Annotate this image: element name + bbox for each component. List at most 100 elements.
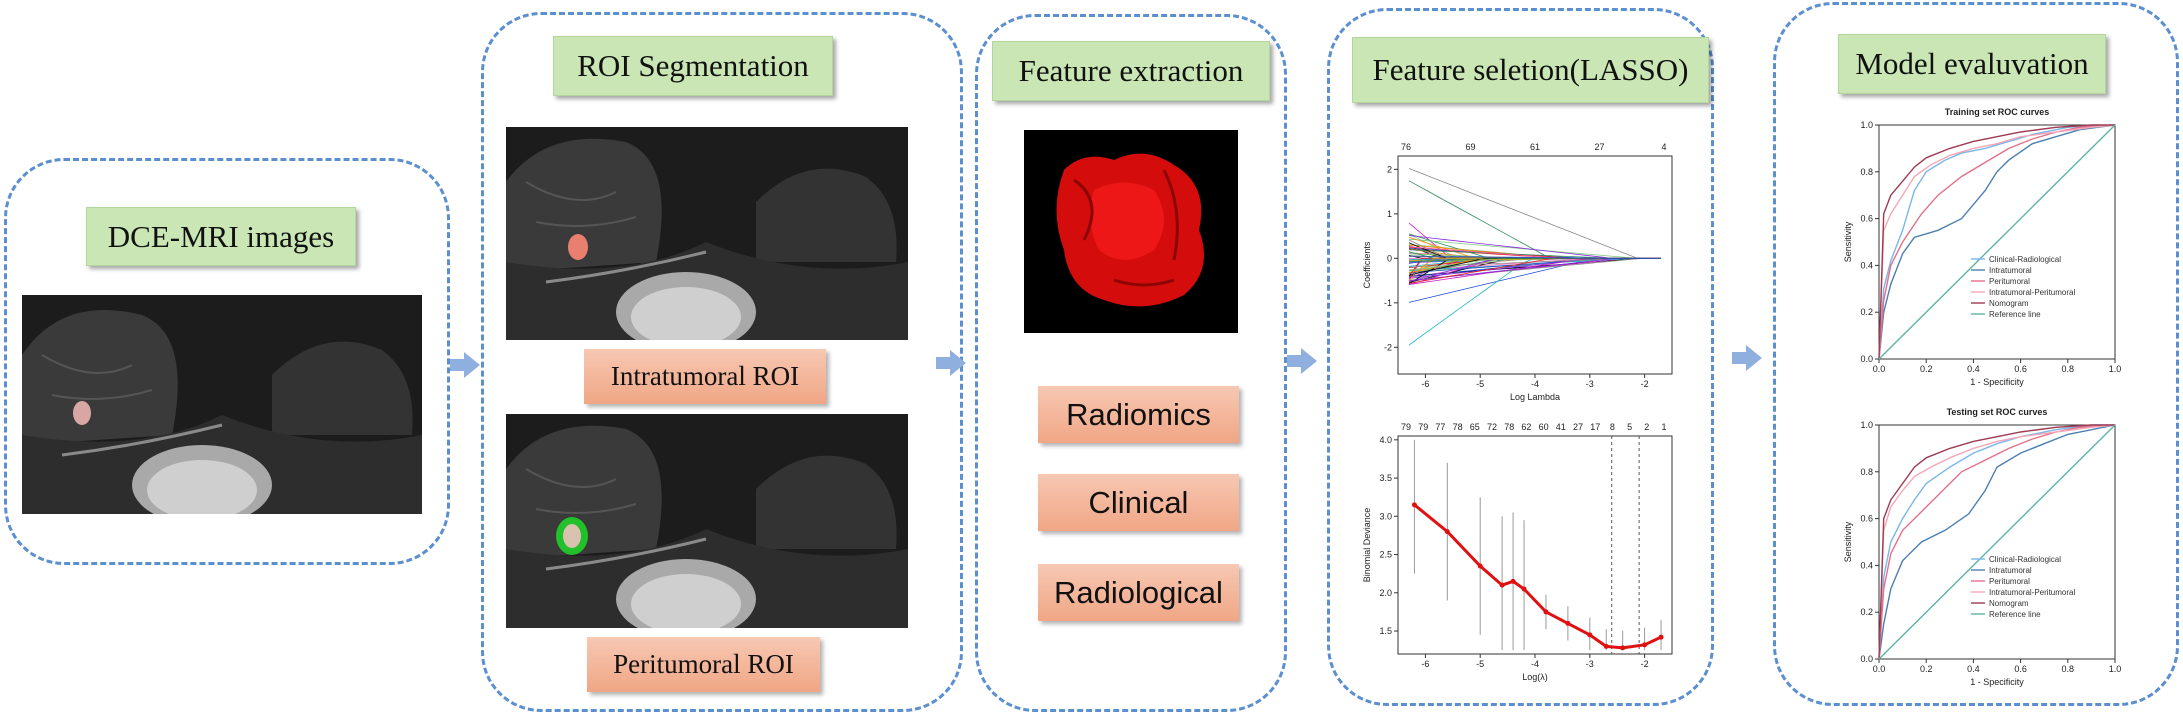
y-tick-label: 4.0: [1379, 435, 1392, 445]
coefficient-path-line: [1408, 255, 1661, 259]
panel-model-evaluation: [1773, 2, 2179, 706]
x-tick-label: 0.6: [2014, 364, 2027, 374]
legend-label: Peritumoral: [1989, 277, 2030, 286]
x-tick-label: 0.8: [2062, 364, 2075, 374]
top-tick-label: 5: [1627, 422, 1632, 432]
plot-frame: [1878, 424, 2116, 660]
lasso-deviance-chart: -6-5-4-3-21.52.02.53.03.54.0Log(λ)Binomi…: [1362, 422, 1673, 682]
x-tick-label: -4: [1531, 659, 1539, 669]
top-tick-label: 79: [1418, 422, 1428, 432]
top-tick-label: 41: [1556, 422, 1566, 432]
legend-label: Intratumoral: [1989, 566, 2032, 575]
panel-title-model-evaluation: Model evaluvation: [1838, 34, 2106, 94]
y-tick-label: 2.0: [1379, 588, 1392, 598]
x-tick-label: 1.0: [2109, 664, 2122, 674]
y-tick-label: 1.0: [1860, 420, 1873, 430]
roc-curve-line: [1878, 424, 2116, 660]
y-axis-label: Sensitivity: [1843, 521, 1853, 562]
label-intratumoral-roi: Intratumoral ROI: [584, 349, 826, 404]
x-tick-label: 1.0: [2109, 364, 2122, 374]
legend-label: Intratumoral-Peritumoral: [1989, 588, 2075, 597]
panel-dce-mri-images: [4, 158, 450, 565]
y-axis-label: Binomial Deviance: [1362, 508, 1372, 583]
mri-image-intratumoral: [506, 127, 908, 340]
x-tick-label: -3: [1586, 659, 1594, 669]
panel-title-dce-mri: DCE-MRI images: [86, 207, 356, 266]
roc-chart-title: Training set ROC curves: [1945, 107, 2050, 117]
roc-curve-line: [1878, 124, 2116, 360]
roc-chart-title: Testing set ROC curves: [1947, 407, 2048, 417]
roc-curve-line: [1878, 124, 2116, 360]
x-axis-label: Log(λ): [1522, 672, 1548, 682]
mri-image-original: [22, 295, 422, 514]
plot-frame: [1397, 435, 1673, 655]
x-tick-label: -4: [1531, 379, 1539, 389]
y-tick-label: 1.0: [1860, 120, 1873, 130]
roc-curve-line: [1878, 424, 2116, 660]
deviance-point: [1521, 586, 1527, 592]
x-tick-label: 0.0: [1873, 664, 1886, 674]
arrow-2-icon: [936, 350, 966, 376]
y-tick-label: -2: [1384, 342, 1392, 352]
x-tick-label: 0.4: [1967, 664, 1980, 674]
deviance-point: [1543, 609, 1549, 615]
deviance-point: [1658, 634, 1664, 640]
y-tick-label: 3.0: [1379, 511, 1392, 521]
x-axis-label: Log Lambda: [1510, 392, 1560, 402]
coefficient-path-line: [1408, 168, 1661, 259]
y-tick-label: 2.5: [1379, 550, 1392, 560]
deviance-point: [1642, 642, 1648, 648]
coefficient-path-line: [1408, 180, 1661, 259]
roc-curve-line: [1878, 124, 2116, 360]
panel-title-roi-segmentation: ROI Segmentation: [553, 36, 833, 96]
y-tick-label: 0.4: [1860, 560, 1873, 570]
y-tick-label: 0.4: [1860, 260, 1873, 270]
training-roc-chart: Training set ROC curves 0.0 0.2 0.4 0.6 0.8 1.…: [1843, 107, 2122, 387]
top-tick-label: 77: [1435, 422, 1445, 432]
top-tick-label: 8: [1610, 422, 1615, 432]
y-tick-label: 0.0: [1860, 354, 1873, 364]
deviance-point: [1603, 643, 1609, 649]
x-axis-label: 1 - Specificity: [1970, 377, 2024, 387]
plot-frame: [1878, 124, 2116, 360]
deviance-point: [1587, 632, 1593, 638]
arrow-4-icon: [1732, 345, 1762, 371]
top-tick-label: 4: [1661, 142, 1666, 152]
deviance-point: [1477, 563, 1483, 569]
deviance-point: [1620, 645, 1626, 651]
mri-image-peritumoral: [506, 414, 908, 628]
y-tick-label: 0: [1387, 253, 1392, 263]
top-tick-label: 61: [1530, 142, 1540, 152]
deviance-point: [1499, 582, 1505, 588]
panel-title-feature-extraction: Feature extraction: [992, 41, 1270, 101]
panel-feature-extraction: [975, 14, 1287, 712]
y-tick-label: 3.5: [1379, 473, 1392, 483]
deviance-line: [1413, 503, 1662, 650]
y-tick-label: 0.2: [1860, 307, 1873, 317]
x-tick-label: -6: [1421, 379, 1429, 389]
top-tick-label: 79: [1401, 422, 1411, 432]
legend-label: Clinical-Radiological: [1989, 255, 2061, 264]
x-tick-label: -2: [1641, 659, 1649, 669]
x-tick-label: -2: [1641, 379, 1649, 389]
top-tick-label: 69: [1465, 142, 1475, 152]
x-tick-label: 0.8: [2062, 664, 2075, 674]
y-axis-label: Coefficients: [1362, 241, 1372, 288]
x-tick-label: 0.0: [1873, 364, 1886, 374]
y-tick-label: 1: [1387, 209, 1392, 219]
top-tick-label: 78: [1504, 422, 1514, 432]
legend-label: Reference line: [1989, 310, 2041, 319]
x-tick-label: -5: [1476, 659, 1484, 669]
x-tick-label: 0.2: [1920, 364, 1933, 374]
y-tick-label: 0.6: [1860, 514, 1873, 524]
x-tick-label: -3: [1586, 379, 1594, 389]
roc-curve-line: [1878, 124, 2115, 360]
arrow-1-icon: [450, 352, 480, 378]
top-tick-label: 27: [1573, 422, 1583, 432]
legend-label: Reference line: [1989, 610, 2041, 619]
x-tick-label: 0.4: [1967, 364, 1980, 374]
x-tick-label: 0.6: [2014, 664, 2027, 674]
y-tick-label: 1.5: [1379, 626, 1392, 636]
